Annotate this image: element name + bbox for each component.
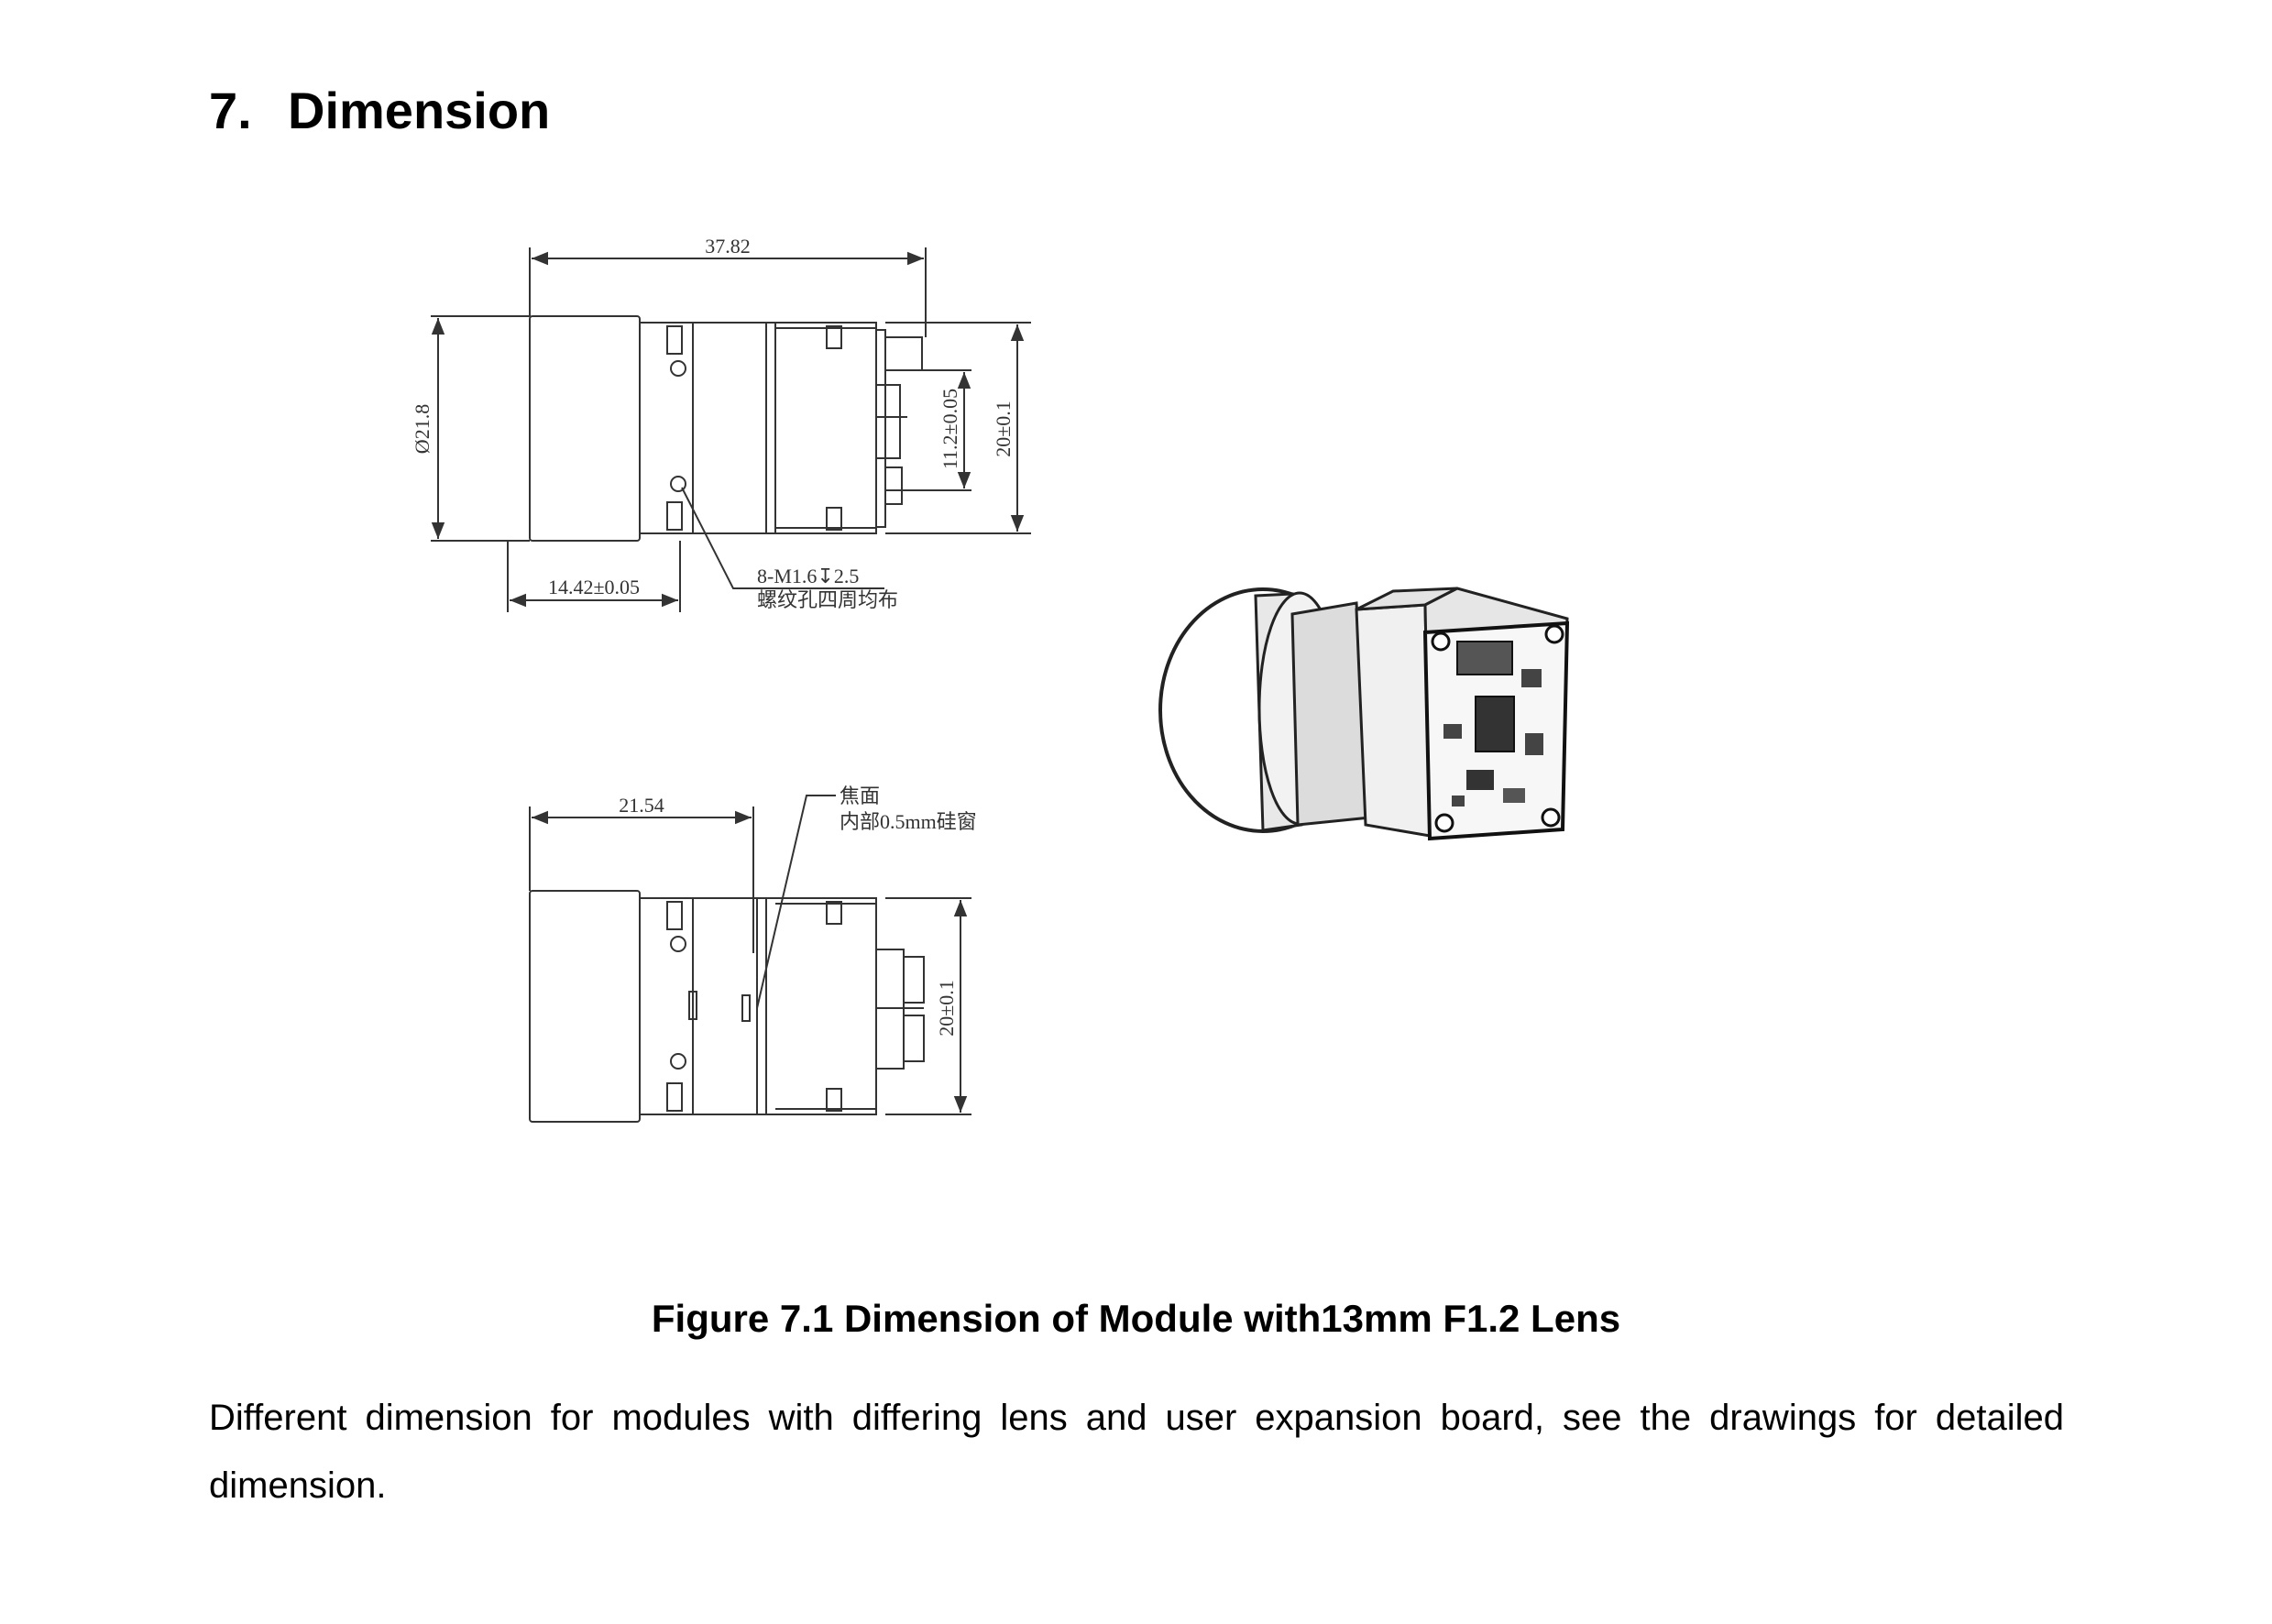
module-3d-render — [1158, 587, 1570, 841]
focal-note-line1: 焦面 — [840, 785, 880, 807]
screw-note-line2: 螺纹孔四周均布 — [757, 588, 898, 611]
section-heading: 7. Dimension — [209, 81, 550, 140]
overall-length-label: 37.82 — [705, 235, 751, 258]
inner-height-label: 11.2±0.05 — [938, 389, 961, 469]
section-number: 7. — [209, 82, 252, 139]
side-height-label: 20±0.1 — [935, 980, 958, 1037]
top-view-labels: 37.82 Ø21.8 11.2±0.05 20±0.1 14.42±0.05 … — [411, 235, 1015, 611]
focal-distance-label: 21.54 — [619, 794, 664, 817]
figure-caption: Figure 7.1 Dimension of Module with13mm … — [651, 1297, 1621, 1340]
description-paragraph: Different dimension for modules with dif… — [209, 1398, 2064, 1506]
side-view-drawing — [529, 795, 971, 1123]
lens-diameter-label: Ø21.8 — [411, 404, 434, 454]
outer-height-label: 20±0.1 — [992, 401, 1015, 457]
focal-note-line2: 内部0.5mm硅窗 — [840, 810, 977, 833]
screw-note-line1: 8-M1.6↧2.5 — [757, 565, 859, 587]
section-title: Dimension — [288, 82, 551, 139]
top-view-drawing — [431, 247, 1031, 612]
side-view-labels: 21.54 焦面 内部0.5mm硅窗 20±0.1 — [619, 785, 976, 1037]
lens-length-label: 14.42±0.05 — [548, 576, 640, 598]
